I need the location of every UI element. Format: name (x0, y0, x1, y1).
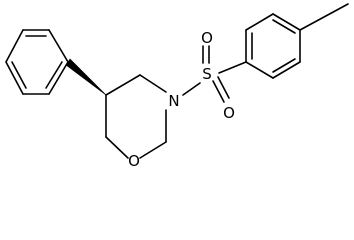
sulfonyl-oxygen-bottom-label: O (223, 104, 235, 122)
double-bond-inner (272, 58, 296, 73)
bond (105, 74, 141, 96)
bond (48, 29, 69, 63)
bond (212, 80, 225, 103)
double-bond-inner (272, 19, 296, 34)
sulfonyl-oxygen-top-label: O (201, 29, 213, 47)
bond (5, 29, 24, 63)
nitrogen-atom-label: N (168, 92, 179, 110)
bond (272, 13, 301, 31)
bond (245, 61, 274, 79)
bond (182, 82, 201, 96)
bond (245, 13, 274, 31)
double-bond-inner (11, 61, 27, 89)
ring-oxygen-atom-label: O (128, 152, 140, 168)
bond (139, 74, 167, 93)
bond (272, 61, 301, 79)
bond (105, 136, 129, 159)
sulfur-atom-label: S (202, 65, 212, 83)
morpholine-ring (105, 74, 167, 159)
bond (218, 61, 247, 74)
stereo-wedge-bond (65, 58, 107, 96)
bond (139, 141, 167, 159)
phenyl-ring (5, 29, 69, 95)
tolyl-ring (245, 13, 301, 79)
bond (5, 61, 24, 95)
chemical-structure-diagram: N O S O O (5, 3, 349, 168)
bond (48, 61, 69, 95)
double-bond-inner (45, 61, 63, 89)
sulfonyl-group (202, 45, 230, 103)
methyl-bond (299, 3, 349, 31)
bond (217, 76, 230, 99)
